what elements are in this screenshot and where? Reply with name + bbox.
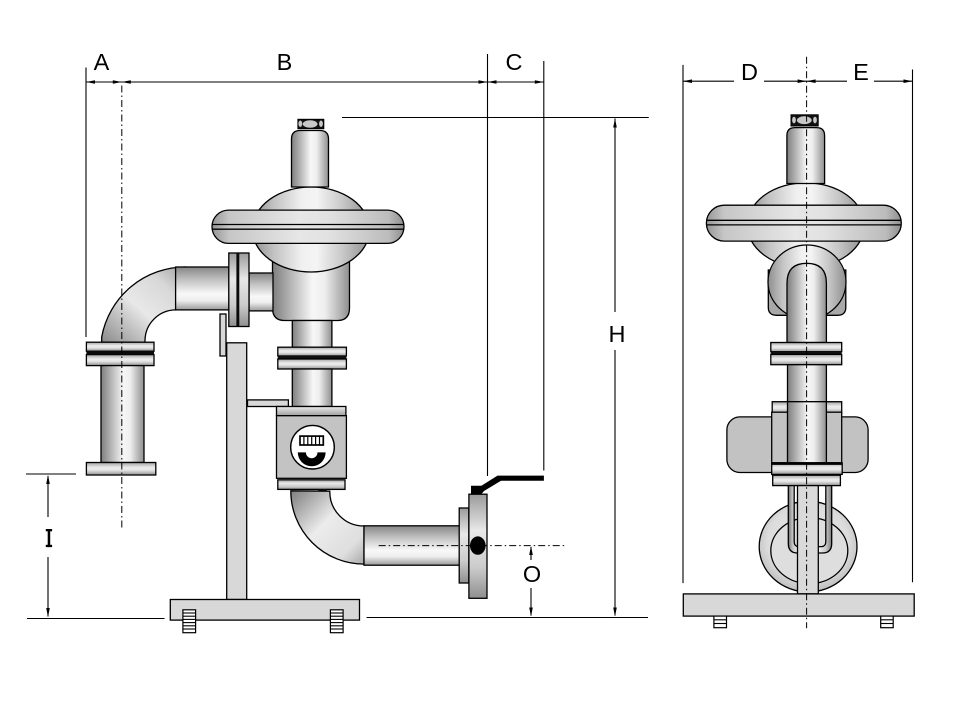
svg-text:O: O xyxy=(523,561,541,587)
svg-text:B: B xyxy=(277,49,293,75)
svg-text:A: A xyxy=(94,49,110,75)
svg-text:D: D xyxy=(741,59,758,85)
svg-text:E: E xyxy=(853,59,869,85)
svg-text:C: C xyxy=(506,49,523,75)
svg-text:H: H xyxy=(609,321,626,347)
